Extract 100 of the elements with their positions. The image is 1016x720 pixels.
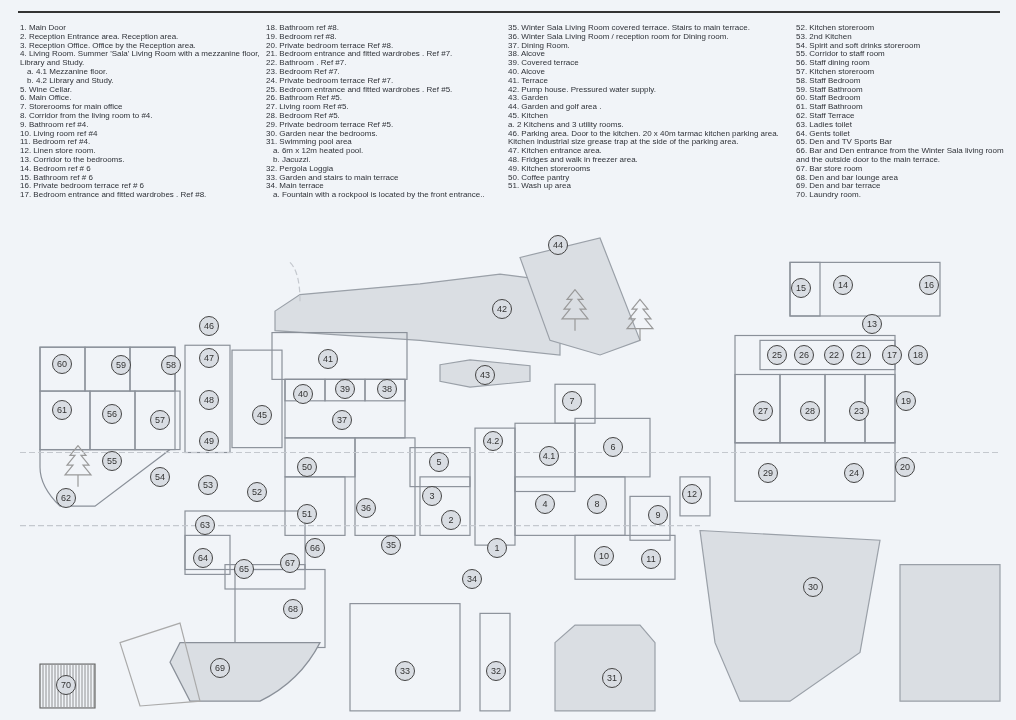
legend-entry: 28. Bedroom Ref #5. <box>266 111 341 121</box>
legend-entry: 3. Reception Office. Office by the Reception area. <box>20 41 197 50</box>
legend-entry: 37. Dining Room. <box>508 41 570 50</box>
callout-number: 59 <box>111 354 131 375</box>
legend-entry: 14. Bedroom ref # 6 <box>20 164 92 174</box>
callout-number: 58 <box>161 354 181 375</box>
legend-entry: 26. Bathroom Ref #5. <box>266 94 344 104</box>
callout-number: 1 <box>487 538 507 559</box>
legend-entry: a. 6m x 12m heated pool. <box>272 147 365 156</box>
legend-entry: 43. Garden <box>508 94 550 104</box>
callout-number: 63 <box>195 514 215 535</box>
callout-number: 61 <box>52 399 72 420</box>
callout-number: 12 <box>682 484 702 505</box>
callout-number: 24 <box>844 462 864 483</box>
callout-number: 41 <box>318 348 338 369</box>
callout-number: 46 <box>199 315 219 336</box>
callout-number: 66 <box>305 538 325 559</box>
legend-entry: 40. Alcove <box>508 68 546 77</box>
legend-entry: a. 2 Kitchens and 3 utility rooms. <box>508 120 625 130</box>
legend-entry: 64. Gents toilet <box>796 129 851 139</box>
callout-number: 39 <box>335 379 355 400</box>
legend-entry: 11. Bedroom ref #4. <box>20 138 92 148</box>
legend-entry: a. 4.1 Mezzanine floor. <box>26 68 109 77</box>
legend-entry: 27. Living room Ref #5. <box>266 103 350 112</box>
callout-number: 19 <box>896 390 916 411</box>
legend-entry: 5. Wine Cellar. <box>20 85 73 95</box>
legend-entry: 51. Wash up area <box>508 182 572 192</box>
legend-entry: 55. Corridor to staff room <box>796 50 886 60</box>
callout-number: 64 <box>193 547 213 568</box>
callout-number: 34 <box>462 569 482 590</box>
callout-number: 4 <box>535 494 555 515</box>
callout-number: 51 <box>297 503 317 524</box>
legend-entry: 52. Kitchen storeroom <box>796 24 876 33</box>
callout-number: 52 <box>247 482 267 503</box>
legend-entry: 31. Swimming pool area <box>266 138 353 148</box>
callout-number: 26 <box>794 345 814 365</box>
legend-entry: 65. Den and TV Sports Bar <box>796 138 893 148</box>
callout-number: 6 <box>603 436 623 457</box>
legend-entry: 8. Corridor from the living room to #4. <box>20 111 154 121</box>
legend-entry: 38. Alcove <box>508 50 546 60</box>
callout-number: 13 <box>862 313 882 334</box>
legend-entry: 56. Staff dining room <box>796 59 871 68</box>
callout-number: 2 <box>441 509 461 530</box>
callout-number: 14 <box>833 274 853 295</box>
legend-entry: 7. Storerooms for main office <box>20 103 124 112</box>
callout-number: 56 <box>102 404 122 425</box>
legend-entry: 57. Kitchen storeroom <box>796 68 876 77</box>
callout-number: 4.1 <box>539 446 559 467</box>
callout-number: 65 <box>234 558 254 579</box>
callout-number: 49 <box>199 430 219 451</box>
callout-number: 62 <box>56 488 76 509</box>
legend-entry: 35. Winter Sala Living Room covered terrace. Stairs to main terrace. <box>508 24 751 32</box>
callout-number: 53 <box>198 474 218 495</box>
legend-entry: 68. Den and bar lounge area <box>796 173 899 183</box>
legend-entry: 60. Staff Bedroom <box>796 94 862 104</box>
callout-number: 25 <box>767 345 787 365</box>
legend-entry: 67. Bar store room <box>796 164 864 174</box>
callout-number: 17 <box>882 345 902 365</box>
callout-number: 40 <box>293 384 313 404</box>
legend-entry: 9. Bathroom ref #4. <box>20 120 90 130</box>
legend-entry: 25. Bedroom entrance and fitted wardrobes . Ref #5. <box>266 85 454 95</box>
callout-number: 33 <box>395 660 415 681</box>
legend-entry: 19. Bedroom ref #8. <box>266 32 338 42</box>
callout-number: 55 <box>102 451 122 472</box>
callout-number: 68 <box>283 599 303 620</box>
legend-entry: 18. Bathroom ref #8. <box>266 24 340 33</box>
legend-entry: 50. Coffee pantry <box>508 173 571 183</box>
callout-number: 7 <box>562 390 582 411</box>
callout-number: 10 <box>594 545 614 566</box>
callout-number: 3 <box>422 486 442 507</box>
legend-entry: 17. Bedroom entrance and fitted wardrobes . Ref #8. <box>20 191 208 200</box>
callout-number: 21 <box>851 345 871 365</box>
callout-number: 16 <box>919 274 939 295</box>
legend-entry: 66. Bar and Den entrance from the Winter Sala living room and the outside door to the main terrace. <box>796 147 1005 165</box>
legend-entry: 45. Kitchen <box>508 111 550 121</box>
callout-number: 4.2 <box>483 430 503 451</box>
callout-number: 54 <box>150 466 170 487</box>
legend-entry: 12. Linen store room. <box>20 147 97 156</box>
callout-number: 35 <box>381 535 401 556</box>
callout-number: 8 <box>587 494 607 515</box>
callout-number: 48 <box>199 389 219 410</box>
callout-number: 5 <box>429 452 449 473</box>
callout-number: 38 <box>377 379 397 400</box>
legend-entry: 1. Main Door <box>20 24 67 33</box>
legend-entry: 58. Staff Bedroom <box>796 76 862 86</box>
callout-number: 28 <box>800 400 820 421</box>
legend-entry: 62. Staff Terrace <box>796 111 856 121</box>
legend-entry: b. 4.2 Library and Study. <box>26 76 115 85</box>
callout-number: 50 <box>297 457 317 478</box>
callout-number: 44 <box>548 234 568 255</box>
callout-number: 45 <box>252 405 272 426</box>
callout-number: 15 <box>791 277 811 298</box>
callout-number: 32 <box>486 660 506 681</box>
callout-number: 23 <box>849 400 869 421</box>
legend-entry: 53. 2nd Kitchen <box>796 32 853 42</box>
callout-number: 70 <box>56 674 76 695</box>
callout-number: 27 <box>753 400 773 421</box>
legend-entry: 6. Main Office. <box>20 94 73 104</box>
legend-entry: 32. Pergola Loggia <box>266 164 334 173</box>
legend-entry: 10. Living room ref #4 <box>20 129 99 138</box>
